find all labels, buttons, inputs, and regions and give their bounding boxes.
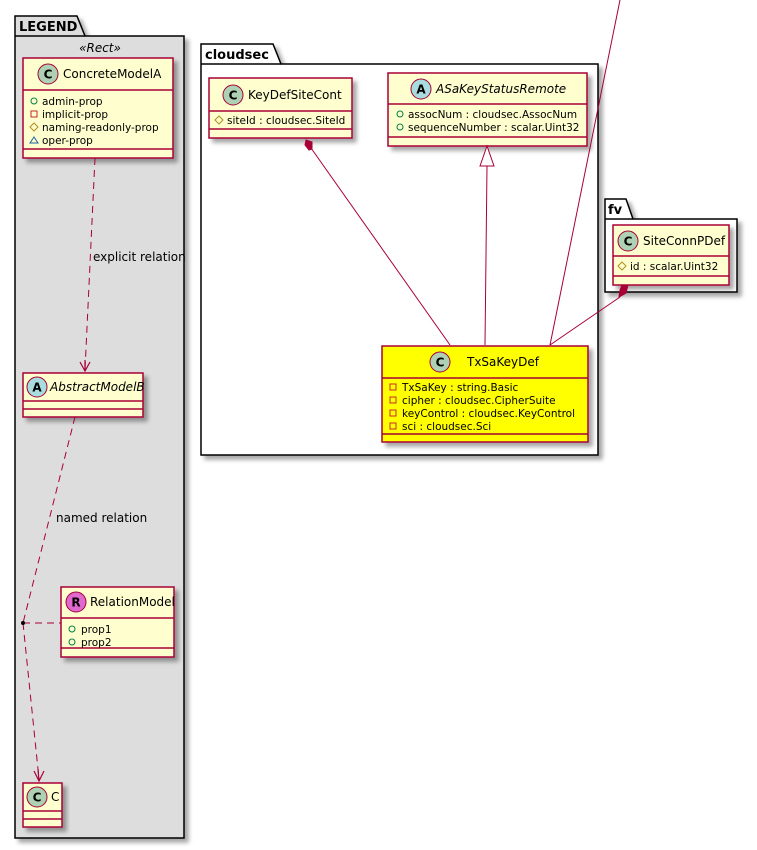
class-name: SiteConnPDef bbox=[643, 234, 726, 248]
svg-text:C: C bbox=[44, 68, 53, 82]
visibility-package-icon bbox=[29, 136, 39, 144]
relation-line bbox=[310, 147, 451, 346]
visibility-private-icon bbox=[389, 409, 397, 417]
class-concrete-model-a[interactable]: C ConcreteModelA admin-prop implicit-pro… bbox=[22, 57, 174, 159]
attribute: naming-readonly-prop bbox=[42, 122, 159, 134]
visibility-private-icon bbox=[30, 110, 38, 118]
svg-text:R: R bbox=[71, 596, 80, 610]
class-name: RelationModel bbox=[90, 595, 175, 609]
relation-named: named relation bbox=[21, 416, 147, 783]
class-relation-model[interactable]: R RelationModel prop1 prop2 bbox=[60, 586, 175, 658]
attribute: keyControl : cloudsec.KeyControl bbox=[402, 408, 575, 420]
visibility-protected-icon bbox=[214, 115, 224, 125]
visibility-public-icon bbox=[396, 123, 404, 131]
visibility-public-icon bbox=[396, 110, 404, 118]
class-c[interactable]: C C bbox=[22, 782, 63, 828]
relation-generalization bbox=[479, 144, 495, 346]
inheritance-arrow-icon bbox=[479, 144, 495, 167]
relation-line bbox=[484, 165, 488, 346]
visibility-public-icon bbox=[30, 97, 38, 105]
class-kind-a-icon: A bbox=[410, 78, 432, 100]
package-legend-title: LEGEND bbox=[19, 20, 78, 35]
attribute: prop2 bbox=[81, 637, 112, 649]
svg-text:C: C bbox=[436, 356, 445, 370]
relation-line bbox=[22, 622, 40, 780]
class-tx-sa-key-def[interactable]: C TxSaKeyDef TxSaKey : string.Basic ciph… bbox=[381, 345, 589, 443]
attribute: TxSaKey : string.Basic bbox=[401, 382, 518, 394]
visibility-private-icon bbox=[389, 422, 397, 430]
visibility-protected-icon bbox=[617, 261, 627, 271]
class-kind-c-icon: C bbox=[26, 786, 48, 808]
visibility-public-icon bbox=[68, 638, 76, 646]
class-box bbox=[208, 77, 353, 139]
class-kind-r-icon: R bbox=[65, 591, 87, 613]
legend-stereotype: «Rect» bbox=[79, 41, 121, 55]
class-name: TxSaKeyDef bbox=[466, 355, 540, 369]
relation-explicit: explicit relation bbox=[79, 157, 186, 373]
svg-text:C: C bbox=[33, 791, 42, 805]
arrow-head-icon bbox=[79, 360, 91, 373]
attribute: implicit-prop bbox=[42, 109, 108, 121]
svg-text:A: A bbox=[32, 381, 42, 395]
class-name: AbstractModelB bbox=[49, 380, 145, 394]
class-abstract-model-b[interactable]: A AbstractModelB bbox=[22, 372, 145, 418]
visibility-public-icon bbox=[68, 625, 76, 633]
class-box bbox=[381, 345, 589, 443]
class-kind-c-icon: C bbox=[429, 351, 451, 373]
composition-diamond-icon bbox=[618, 284, 629, 298]
svg-text:C: C bbox=[229, 89, 238, 103]
class-asa-key-status-remote[interactable]: A ASaKeyStatusRemote assocNum : cloudsec… bbox=[387, 72, 588, 147]
visibility-protected-icon bbox=[29, 122, 39, 132]
relation-composition-keydefsitecont bbox=[304, 139, 451, 346]
attribute: prop1 bbox=[81, 624, 112, 636]
attribute: sci : cloudsec.Sci bbox=[402, 421, 491, 433]
attribute: siteId : cloudsec.SiteId bbox=[227, 115, 345, 127]
class-key-def-site-cont[interactable]: C KeyDefSiteCont siteId : cloudsec.SiteI… bbox=[208, 77, 353, 139]
relation-line bbox=[549, 0, 621, 346]
relation-composition-siteconnpdef bbox=[549, 0, 629, 346]
attribute: cipher : cloudsec.CipherSuite bbox=[402, 395, 556, 407]
package-cloudsec-title: cloudsec bbox=[205, 48, 269, 63]
class-kind-c-icon: C bbox=[222, 84, 244, 106]
class-name: ConcreteModelA bbox=[63, 67, 162, 81]
relation-label: explicit relation bbox=[93, 250, 186, 264]
attribute: sequenceNumber : scalar.Uint32 bbox=[408, 122, 579, 134]
class-name: C bbox=[51, 790, 59, 804]
svg-text:C: C bbox=[624, 235, 633, 249]
relation-junction-dot bbox=[21, 621, 25, 625]
attribute: id : scalar.Uint32 bbox=[630, 261, 718, 273]
class-name: ASaKeyStatusRemote bbox=[435, 82, 566, 96]
class-box bbox=[22, 57, 174, 159]
relation-line bbox=[549, 296, 621, 346]
class-kind-c-icon: C bbox=[37, 63, 59, 85]
visibility-private-icon bbox=[389, 396, 397, 404]
class-name: KeyDefSiteCont bbox=[248, 88, 342, 102]
class-kind-a-icon: A bbox=[26, 376, 48, 398]
class-kind-c-icon: C bbox=[617, 230, 639, 252]
svg-text:A: A bbox=[416, 83, 426, 97]
attribute: assocNum : cloudsec.AssocNum bbox=[408, 109, 577, 121]
package-fv-title: fv bbox=[608, 203, 623, 218]
attribute: admin-prop bbox=[42, 96, 103, 108]
visibility-private-icon bbox=[389, 383, 397, 391]
relation-label: named relation bbox=[56, 511, 147, 525]
class-site-conn-p-def[interactable]: C SiteConnPDef id : scalar.Uint32 bbox=[612, 224, 730, 286]
composition-diamond-icon bbox=[304, 139, 313, 151]
arrow-head-icon bbox=[33, 768, 45, 783]
attribute: oper-prop bbox=[42, 135, 93, 147]
